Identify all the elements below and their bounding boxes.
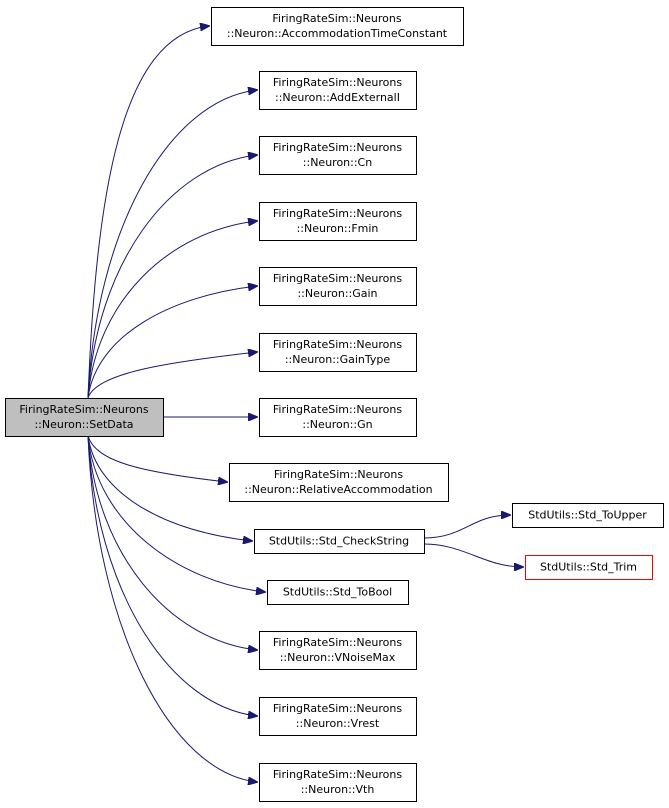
node-box <box>259 267 417 306</box>
node-vrest[interactable]: FiringRateSim::Neurons::Neuron::Vrest <box>259 697 417 736</box>
node-box <box>259 398 417 437</box>
node-label: StdUtils::Std_CheckString <box>269 535 409 548</box>
edge-checkstring-to-trim <box>423 543 523 567</box>
node-box <box>259 631 417 670</box>
node-label: FiringRateSim::Neurons <box>272 12 401 25</box>
node-gaintype[interactable]: FiringRateSim::Neurons::Neuron::GainType <box>259 333 417 372</box>
node-label: ::Neuron::Gain <box>297 287 377 300</box>
edge-root-to-gaintype <box>87 352 257 399</box>
node-label: ::Neuron::RelativeAccommodation <box>244 483 432 496</box>
edge-root-to-fmin <box>87 221 257 399</box>
node-label: FiringRateSim::Neurons <box>273 207 402 220</box>
node-label: FiringRateSim::Neurons <box>273 702 402 715</box>
edge-root-to-accom-tc <box>87 26 209 399</box>
node-label: FiringRateSim::Neurons <box>19 403 148 416</box>
node-box <box>259 697 417 736</box>
edge-root-to-vth <box>87 435 257 782</box>
node-fmin[interactable]: FiringRateSim::Neurons::Neuron::Fmin <box>259 202 417 241</box>
edge-checkstring-to-toupper <box>423 515 510 539</box>
node-box <box>259 136 417 175</box>
node-box <box>5 398 164 437</box>
node-label: ::Neuron::GainType <box>285 353 391 366</box>
node-label: FiringRateSim::Neurons <box>273 403 402 416</box>
node-box <box>259 71 417 110</box>
node-label: ::Neuron::VNoiseMax <box>280 651 396 664</box>
node-label: ::Neuron::AccommodationTimeConstant <box>227 27 448 40</box>
node-label: FiringRateSim::Neurons <box>273 76 402 89</box>
node-box <box>525 555 653 580</box>
node-label: ::Neuron::Fmin <box>297 222 379 235</box>
node-label: FiringRateSim::Neurons <box>273 768 402 781</box>
edge-root-to-vrest <box>87 435 257 716</box>
node-vth[interactable]: FiringRateSim::Neurons::Neuron::Vth <box>259 763 417 802</box>
node-label: ::Neuron::Cn <box>303 156 372 169</box>
node-toupper[interactable]: StdUtils::Std_ToUpper <box>512 503 664 528</box>
edge-root-to-vnoisemax <box>87 435 257 650</box>
node-label: ::Neuron::Vrest <box>296 717 380 730</box>
node-rel-accom[interactable]: FiringRateSim::Neurons::Neuron::Relative… <box>229 463 449 502</box>
node-label: ::Neuron::AddExternalI <box>275 91 400 104</box>
node-box <box>229 463 449 502</box>
node-tobool[interactable]: StdUtils::Std_ToBool <box>267 580 409 605</box>
edge-root-to-cn <box>87 155 257 399</box>
node-label: ::Neuron::SetData <box>34 418 133 431</box>
node-label: FiringRateSim::Neurons <box>274 468 403 481</box>
edge-root-to-rel-accom <box>87 435 227 482</box>
node-add-ext[interactable]: FiringRateSim::Neurons::Neuron::AddExter… <box>259 71 417 110</box>
edge-root-to-add-ext <box>87 90 257 399</box>
node-label: FiringRateSim::Neurons <box>273 338 402 351</box>
node-checkstring[interactable]: StdUtils::Std_CheckString <box>254 529 425 554</box>
node-box <box>259 763 417 802</box>
edge-root-to-tobool <box>87 435 265 592</box>
node-root[interactable]: FiringRateSim::Neurons::Neuron::SetData <box>5 398 164 437</box>
edges-layer <box>87 26 523 782</box>
node-label: FiringRateSim::Neurons <box>273 272 402 285</box>
node-gain[interactable]: FiringRateSim::Neurons::Neuron::Gain <box>259 267 417 306</box>
node-gn[interactable]: FiringRateSim::Neurons::Neuron::Gn <box>259 398 417 437</box>
node-label: FiringRateSim::Neurons <box>273 636 402 649</box>
node-box <box>267 580 409 605</box>
nodes-layer: FiringRateSim::Neurons::Neuron::SetDataF… <box>5 7 664 802</box>
node-label: FiringRateSim::Neurons <box>273 141 402 154</box>
node-trim[interactable]: StdUtils::Std_Trim <box>525 555 653 580</box>
edge-root-to-gain <box>87 286 257 399</box>
node-box <box>259 333 417 372</box>
node-box <box>259 202 417 241</box>
edge-root-to-checkstring <box>87 435 252 541</box>
node-label: ::Neuron::Gn <box>302 418 372 431</box>
node-box <box>211 7 464 46</box>
node-box <box>512 503 664 528</box>
node-box <box>254 529 425 554</box>
node-cn[interactable]: FiringRateSim::Neurons::Neuron::Cn <box>259 136 417 175</box>
node-label: ::Neuron::Vth <box>301 783 375 796</box>
node-vnoisemax[interactable]: FiringRateSim::Neurons::Neuron::VNoiseMa… <box>259 631 417 670</box>
node-label: StdUtils::Std_ToUpper <box>528 509 647 522</box>
node-label: StdUtils::Std_Trim <box>540 561 637 574</box>
node-label: StdUtils::Std_ToBool <box>283 586 392 599</box>
node-accom-tc[interactable]: FiringRateSim::Neurons::Neuron::Accommod… <box>211 7 464 46</box>
